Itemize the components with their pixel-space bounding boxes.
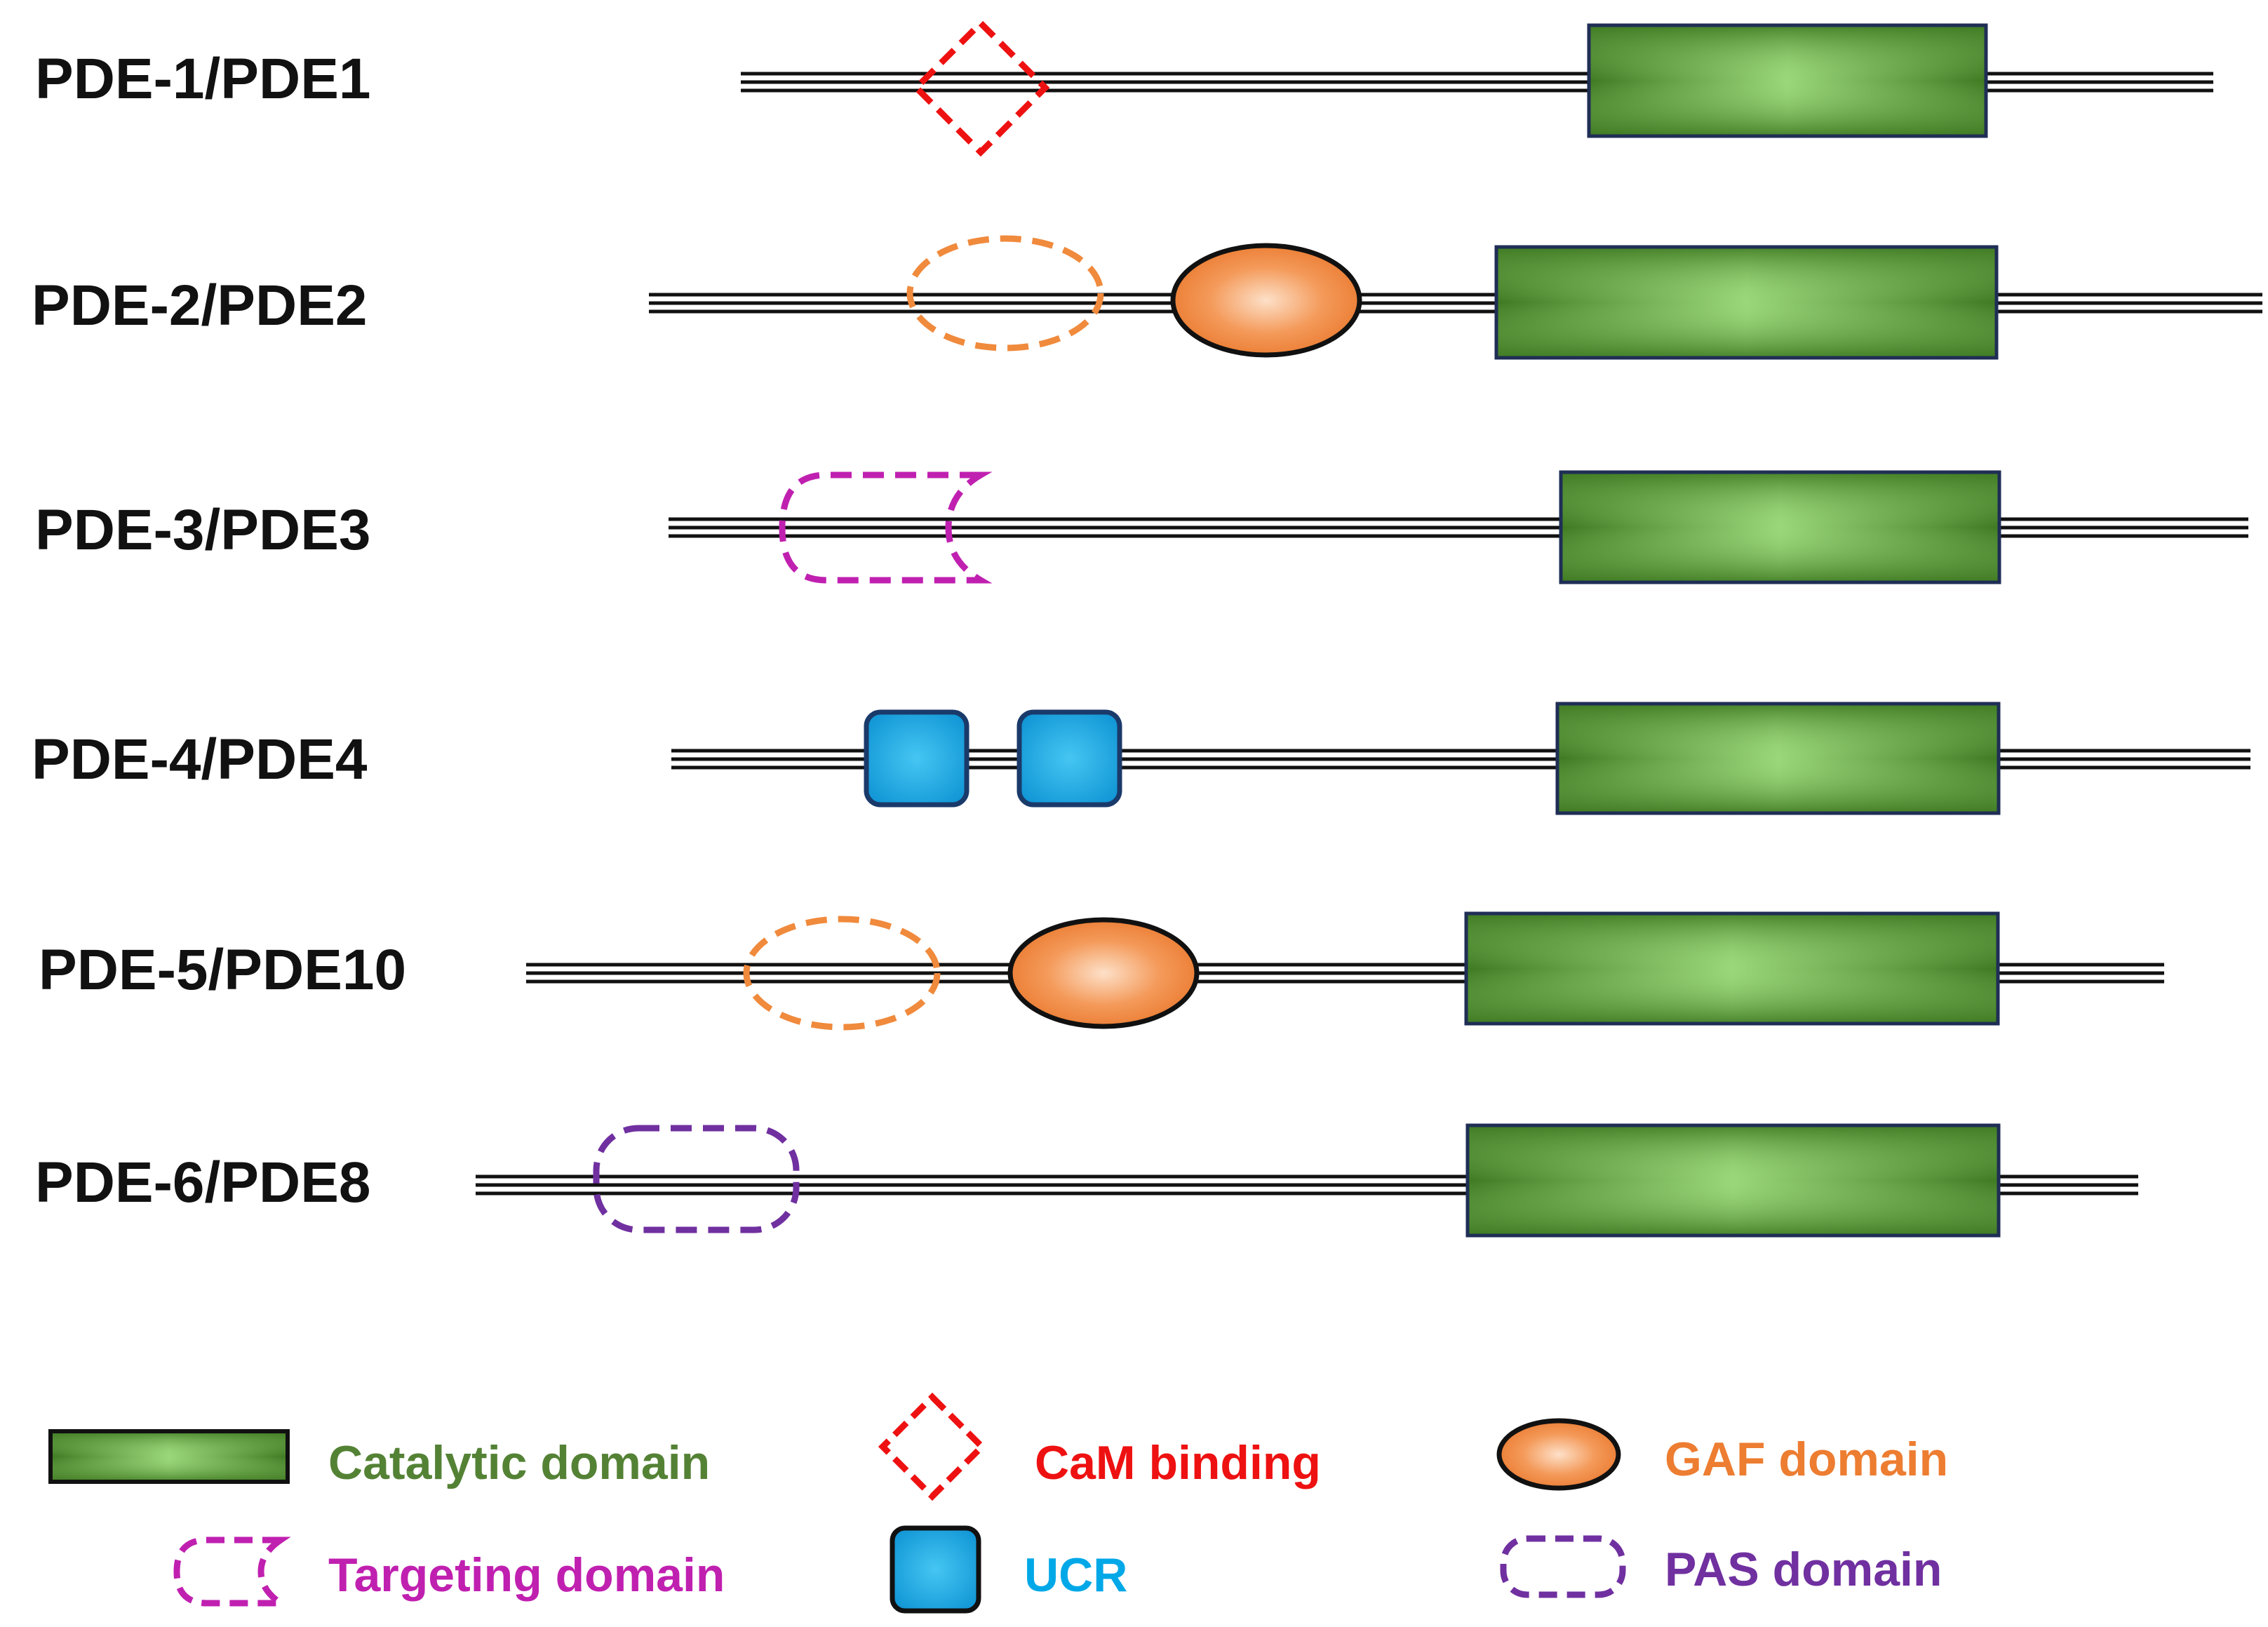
legend-label: PAS domain	[1665, 1543, 1942, 1596]
ucr-domain	[864, 709, 969, 808]
targeting-swatch	[173, 1536, 291, 1607]
backbone	[669, 517, 2248, 538]
legend-item-catalytic: Catalytic domain	[48, 1429, 710, 1489]
row-pde4: PDE-4/PDE4	[32, 702, 2250, 815]
legend-item-cam: CaM binding	[878, 1392, 1321, 1501]
row-label: PDE-3/PDE3	[35, 498, 371, 562]
row-label: PDE-4/PDE4	[32, 728, 368, 791]
row-label: PDE-1/PDE1	[35, 47, 371, 111]
pas-domain	[593, 1125, 800, 1233]
legend: Catalytic domain CaM binding GAF domain …	[48, 1392, 1948, 1614]
gaf-domain	[1170, 243, 1362, 358]
legend-item-pas: PAS domain	[1500, 1535, 1942, 1598]
row-label: PDE-5/PDE10	[39, 938, 406, 1002]
row-pde1: PDE-1/PDE1	[35, 18, 2213, 157]
legend-item-ucr: UCR	[890, 1525, 1127, 1614]
gaf-domain-dashed	[743, 916, 941, 1031]
row-label: PDE-2/PDE2	[32, 274, 368, 337]
cam-swatch	[878, 1392, 987, 1501]
catalytic-domain	[1465, 1123, 2001, 1238]
catalytic-swatch	[48, 1429, 290, 1484]
catalytic-domain	[1555, 702, 2001, 815]
catalytic-domain	[1464, 911, 2000, 1026]
row-pde5: PDE-5/PDE10	[39, 911, 2164, 1031]
ucr-domain	[1016, 709, 1122, 808]
row-label: PDE-6/PDE8	[35, 1151, 371, 1214]
cam-binding-domain	[911, 18, 1050, 157]
gaf-domain-dashed	[906, 235, 1104, 351]
legend-label: Targeting domain	[328, 1548, 725, 1602]
legend-label: UCR	[1024, 1548, 1127, 1602]
gaf-domain	[1007, 917, 1200, 1029]
row-pde3: PDE-3/PDE3	[35, 470, 2248, 584]
gaf-swatch	[1496, 1418, 1621, 1491]
legend-item-gaf: GAF domain	[1496, 1418, 1948, 1491]
catalytic-domain	[1587, 23, 1988, 138]
row-pde2: PDE-2/PDE2	[32, 235, 2262, 360]
catalytic-domain	[1559, 470, 2001, 584]
legend-label: GAF domain	[1665, 1433, 1948, 1486]
ucr-swatch	[890, 1525, 981, 1614]
pas-swatch	[1500, 1535, 1626, 1598]
legend-label: CaM binding	[1035, 1436, 1321, 1489]
catalytic-domain	[1494, 245, 1999, 360]
legend-label: Catalytic domain	[328, 1436, 710, 1489]
legend-item-targeting: Targeting domain	[173, 1536, 725, 1607]
targeting-domain	[779, 471, 993, 584]
backbone	[649, 293, 2262, 314]
backbone	[741, 72, 2213, 93]
row-pde6: PDE-6/PDE8	[35, 1123, 2138, 1238]
